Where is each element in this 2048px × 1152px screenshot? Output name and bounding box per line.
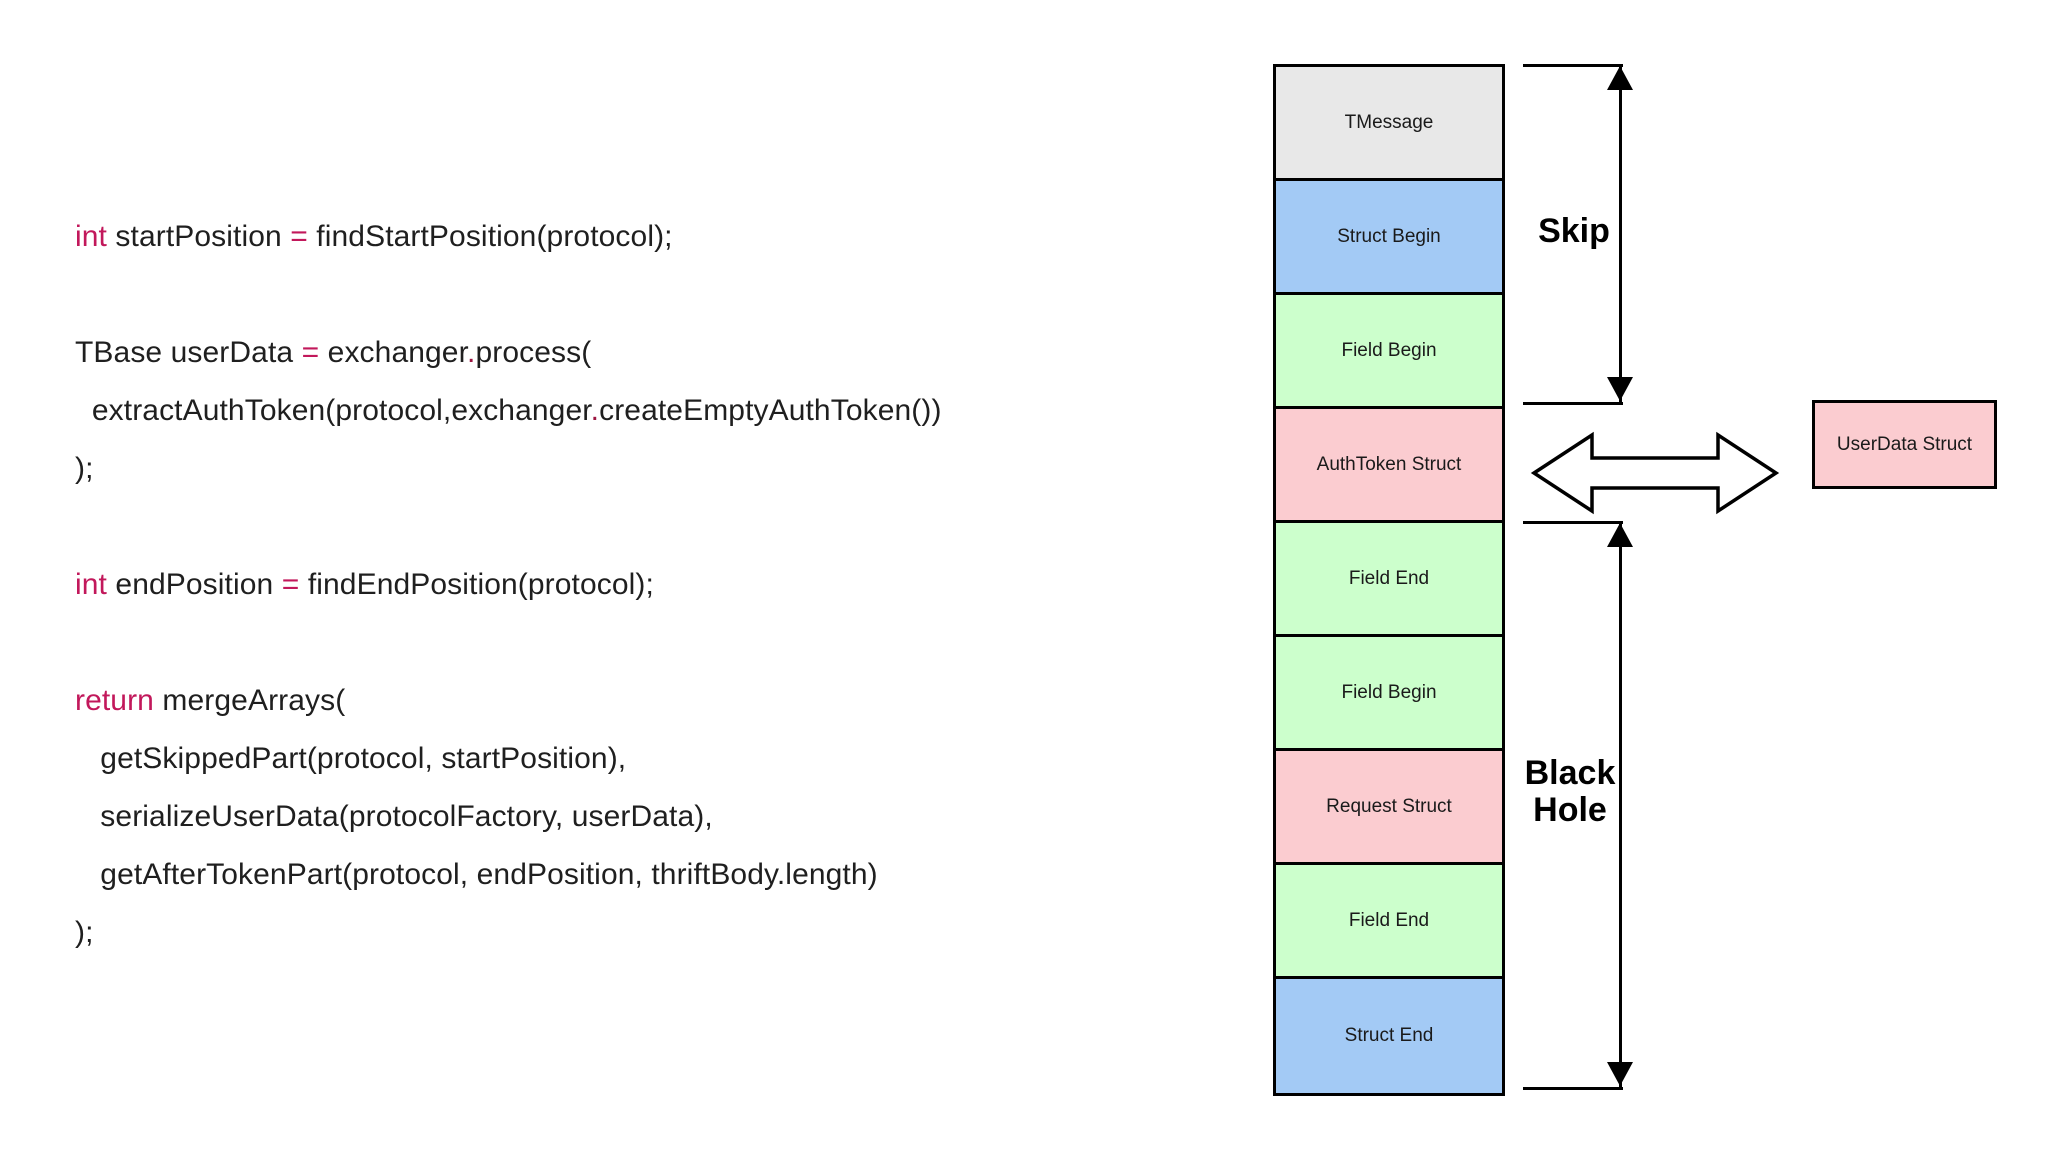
stack-block: Field Begin bbox=[1276, 637, 1502, 751]
black-hole-bottom-tick bbox=[1523, 1087, 1623, 1090]
black-hole-top-tick bbox=[1523, 521, 1623, 524]
stack-block-label: Request Struct bbox=[1326, 795, 1452, 817]
code-text: mergeArrays( bbox=[153, 684, 346, 717]
code-operator: = bbox=[281, 568, 300, 601]
skip-label: Skip bbox=[1538, 212, 1610, 250]
code-keyword: return bbox=[75, 684, 154, 717]
skip-arrowhead-up bbox=[1607, 66, 1633, 90]
code-line: getAfterTokenPart(protocol, endPosition,… bbox=[75, 860, 1225, 918]
stack-block-label: Field End bbox=[1348, 909, 1430, 931]
code-text: getAfterTokenPart(protocol, endPosition,… bbox=[75, 858, 878, 891]
code-line: TBase userData = exchanger.process( bbox=[75, 338, 1225, 396]
code-line: getSkippedPart(protocol, startPosition), bbox=[75, 744, 1225, 802]
black-hole-arrowhead-up bbox=[1607, 523, 1633, 547]
code-text: TBase userData bbox=[75, 336, 302, 369]
stack-block: Request Struct bbox=[1276, 751, 1502, 865]
skip-arrow-shaft bbox=[1619, 66, 1622, 403]
code-listing: int startPosition = findStartPosition(pr… bbox=[75, 222, 1225, 976]
stack-block-label: Field Begin bbox=[1341, 339, 1437, 361]
code-operator: . bbox=[590, 394, 600, 427]
stack-block: Struct Begin bbox=[1276, 181, 1502, 295]
code-line: extractAuthToken(protocol,exchanger.crea… bbox=[75, 396, 1225, 454]
skip-arrowhead-down bbox=[1607, 377, 1633, 401]
userdata-struct-box: UserData Struct bbox=[1812, 400, 1997, 489]
stack-block: Field End bbox=[1276, 865, 1502, 979]
black-hole-arrowhead-down bbox=[1607, 1062, 1633, 1086]
code-text: findStartPosition(protocol); bbox=[307, 220, 673, 253]
stack-block-label: TMessage bbox=[1344, 111, 1434, 133]
bidirectional-exchange-arrow bbox=[1530, 431, 1780, 515]
code-keyword: int bbox=[75, 568, 107, 601]
stack-block-label: Field End bbox=[1348, 567, 1430, 589]
code-text: serializeUserData(protocolFactory, userD… bbox=[75, 800, 713, 833]
code-text: process( bbox=[475, 336, 592, 369]
code-operator: = bbox=[290, 220, 308, 253]
code-text: extractAuthToken(protocol,exchanger bbox=[75, 394, 591, 427]
code-line: serializeUserData(protocolFactory, userD… bbox=[75, 802, 1225, 860]
code-line: int startPosition = findStartPosition(pr… bbox=[75, 222, 1225, 280]
black-hole-arrow-shaft bbox=[1619, 523, 1622, 1088]
code-text: ); bbox=[75, 452, 94, 485]
stack-block-label: AuthToken Struct bbox=[1316, 453, 1462, 475]
code-text: getSkippedPart(protocol, startPosition), bbox=[75, 742, 627, 775]
black-hole-label: Black Hole bbox=[1524, 754, 1616, 829]
userdata-struct-label: UserData Struct bbox=[1836, 433, 1973, 455]
code-text: exchanger bbox=[319, 336, 468, 369]
stack-block: AuthToken Struct bbox=[1276, 409, 1502, 523]
stack-block-label: Struct End bbox=[1344, 1025, 1434, 1046]
skip-bottom-tick bbox=[1523, 402, 1623, 405]
code-text: endPosition bbox=[107, 568, 282, 601]
code-line: ); bbox=[75, 918, 1225, 976]
code-operator: = bbox=[301, 336, 320, 369]
code-text: ); bbox=[75, 916, 94, 949]
code-line: ); bbox=[75, 454, 1225, 512]
code-line: int endPosition = findEndPosition(protoc… bbox=[75, 570, 1225, 628]
code-text: startPosition bbox=[107, 220, 291, 253]
code-line: return mergeArrays( bbox=[75, 686, 1225, 744]
stack-block: TMessage bbox=[1276, 67, 1502, 181]
code-operator: . bbox=[467, 336, 476, 369]
stack-block-label: Struct Begin bbox=[1337, 225, 1441, 247]
code-text: findEndPosition(protocol); bbox=[299, 568, 654, 601]
skip-top-tick bbox=[1523, 64, 1623, 67]
skip-measure-bracket bbox=[1523, 64, 1633, 405]
stack-block: Struct End bbox=[1276, 979, 1502, 1093]
code-text: createEmptyAuthToken()) bbox=[599, 394, 942, 427]
stack-block: Field End bbox=[1276, 523, 1502, 637]
code-keyword: int bbox=[75, 220, 107, 253]
stack-block: Field Begin bbox=[1276, 295, 1502, 409]
black-hole-measure-bracket bbox=[1523, 521, 1633, 1090]
stack-block-label: Field Begin bbox=[1341, 681, 1437, 703]
